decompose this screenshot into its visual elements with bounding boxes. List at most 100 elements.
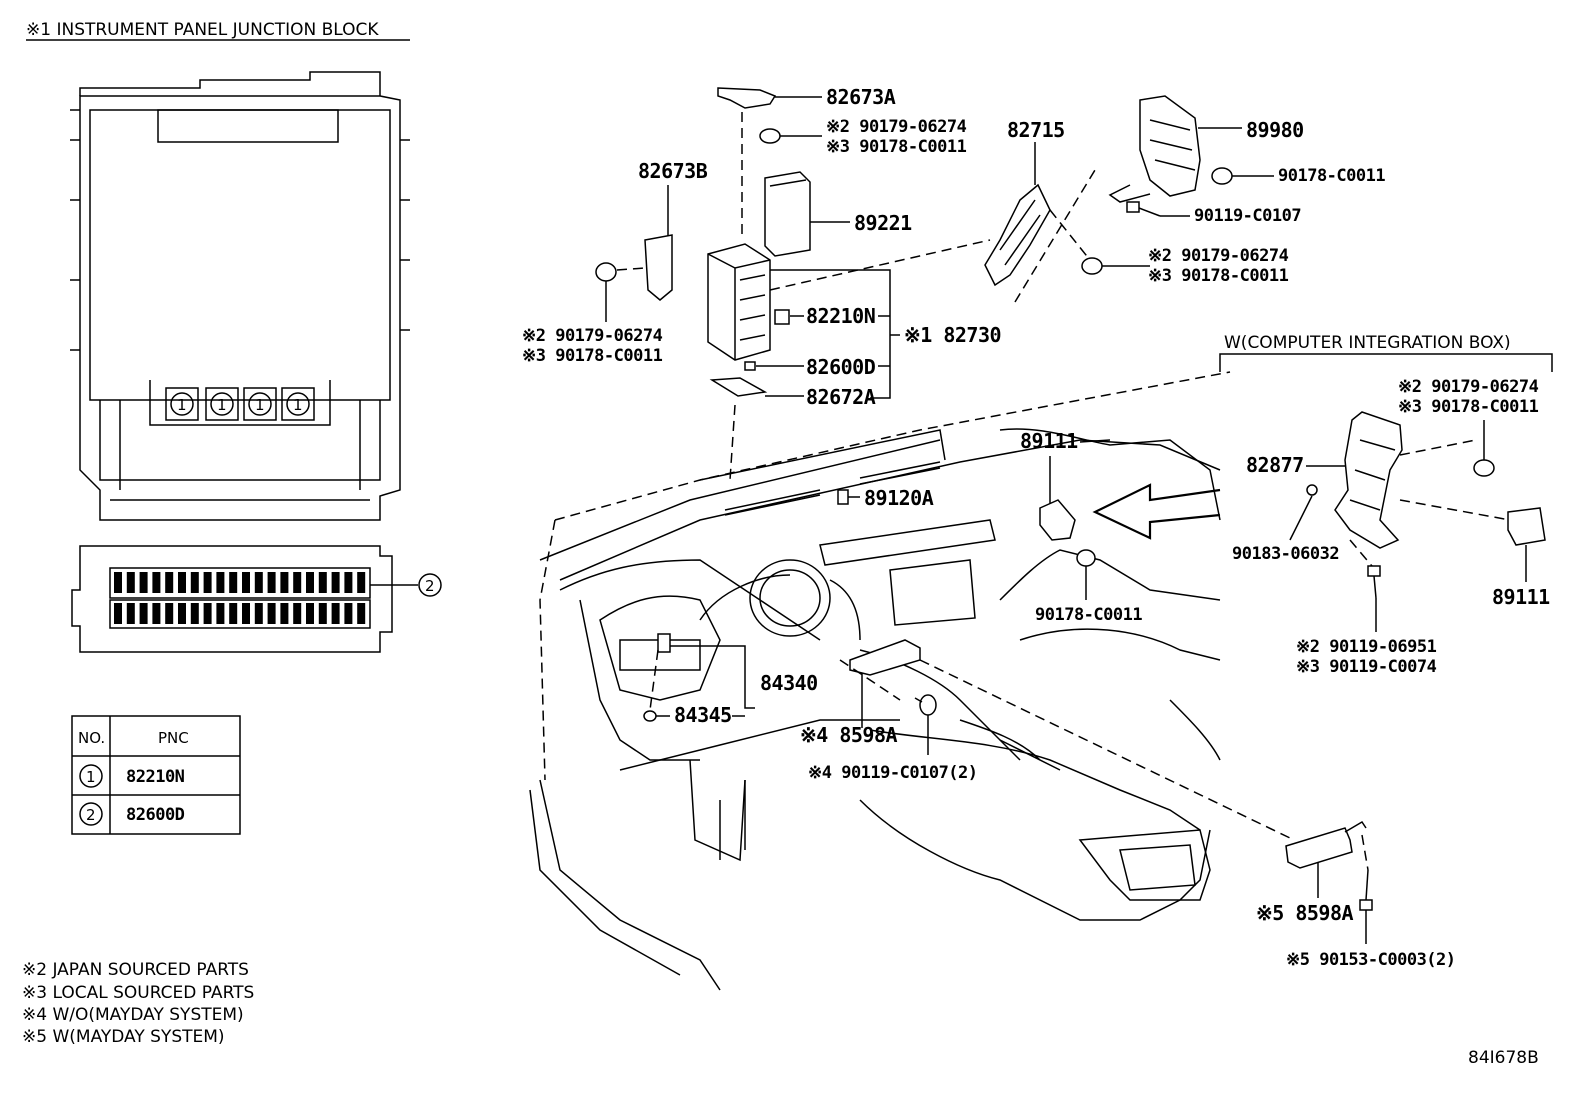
callout-82673A: 82673A	[826, 85, 896, 109]
note-w-mayday: ※5 W(MAYDAY SYSTEM)	[22, 1027, 225, 1047]
callout-89111-right: 89111	[1492, 585, 1550, 609]
nut-icon	[759, 128, 781, 144]
connector-pin	[280, 603, 289, 624]
connector-pin	[229, 603, 238, 624]
fuse-marker: 1	[293, 396, 303, 414]
connector-pin	[165, 603, 174, 624]
diagram-code: 84I678B	[1468, 1048, 1539, 1068]
connector-pin	[216, 572, 225, 593]
connector-pin	[280, 572, 289, 593]
callout-82730: ※1 82730	[904, 323, 1001, 347]
junction-block-title: ※1 INSTRUMENT PANEL JUNCTION BLOCK	[26, 20, 379, 40]
callout-82673A-local: ※3 90178-C0011	[826, 137, 967, 157]
fuse-row: 1 1 1 1	[165, 387, 315, 421]
connector-pin	[293, 572, 302, 593]
callout-82673B-local: ※3 90178-C0011	[522, 346, 663, 366]
bolt-icon	[1126, 201, 1161, 217]
callout-82673A-japan: ※2 90179-06274	[826, 117, 967, 137]
junction-block-drawing: 1 1 1 1	[70, 71, 410, 521]
connector-pin	[203, 572, 212, 593]
connector-pin	[165, 572, 174, 593]
part-82600D	[744, 361, 756, 371]
nut-icon	[1081, 257, 1103, 275]
bolt-icon	[1367, 565, 1381, 599]
connector-pin	[216, 603, 225, 624]
connector-pin	[318, 603, 327, 624]
nut-icon	[595, 262, 617, 282]
connector-pin	[254, 572, 263, 593]
callout-right-japan: ※2 90179-06274	[1148, 246, 1289, 266]
callout-box-local: ※3 90178-C0011	[1398, 397, 1539, 417]
callout-89221: 89221	[854, 211, 912, 235]
connector-pin	[152, 603, 161, 624]
callout-8598A-w: ※5 8598A	[1256, 901, 1354, 925]
callout-90153: ※5 90153-C0003(2)	[1286, 950, 1456, 970]
table-row-no: 1	[86, 768, 96, 786]
callout-box-japan: ※2 90179-06274	[1398, 377, 1539, 397]
callout-84340: 84340	[760, 671, 818, 695]
note-japan: ※2 JAPAN SOURCED PARTS	[22, 960, 249, 980]
callout-90119-wo: ※4 90119-C0107(2)	[808, 763, 978, 783]
connector-pin	[190, 572, 199, 593]
pnc-table: NO. PNC 1 82210N 2 82600D	[71, 715, 241, 835]
table-row-pnc: 82210N	[126, 767, 185, 787]
callout-8598A-wo: ※4 8598A	[800, 723, 898, 747]
part-82715	[984, 183, 1051, 287]
callout-90178-mid: 90178-C0011	[1035, 605, 1142, 625]
table-header-no: NO.	[78, 729, 105, 747]
group-label: W(COMPUTER INTEGRATION BOX)	[1224, 333, 1511, 353]
nut-icon	[1211, 167, 1233, 185]
callout-82672A: 82672A	[806, 385, 876, 409]
connector-pin	[126, 572, 135, 593]
connector-pin	[331, 603, 340, 624]
callout-right-local: ※3 90178-C0011	[1148, 266, 1289, 286]
part-89111-right	[1507, 507, 1546, 546]
connector-pin	[139, 572, 148, 593]
table-row-pnc: 82600D	[126, 805, 185, 825]
instrument-panel-outline	[529, 371, 1231, 991]
connector-pin	[152, 572, 161, 593]
connector-pin	[126, 603, 135, 624]
connector-pin	[344, 603, 353, 624]
callout-90119-C0074: ※3 90119-C0074	[1296, 657, 1437, 677]
part-82210N	[774, 309, 790, 325]
bolt-icon	[1359, 869, 1373, 911]
connector-pin	[331, 572, 340, 593]
connector-pin	[229, 572, 238, 593]
part-82877	[1334, 411, 1403, 549]
connector-pin	[203, 603, 212, 624]
callout-90178-top: 90178-C0011	[1278, 166, 1385, 186]
callout-84345: 84345	[674, 703, 732, 727]
part-84340	[657, 633, 671, 653]
connector-pin	[357, 603, 366, 624]
fuse-marker: 1	[177, 396, 187, 414]
callout-89111-mid: 89111	[1020, 429, 1078, 453]
callout-82715: 82715	[1007, 118, 1065, 142]
connector-pin	[344, 572, 353, 593]
connector-pin	[178, 603, 186, 624]
connector-pin	[318, 572, 327, 593]
part-82730-junction-block	[707, 243, 771, 361]
callout-89980: 89980	[1246, 118, 1304, 142]
nut-icon	[1076, 549, 1096, 567]
part-8598A-module	[849, 639, 921, 676]
connector-pin	[242, 572, 250, 593]
part-89120A	[837, 489, 849, 505]
bolt-icon	[914, 694, 937, 716]
connector-pin	[267, 572, 276, 593]
callout-82877: 82877	[1246, 453, 1304, 477]
nut-icon	[1473, 459, 1495, 477]
part-90183	[1306, 484, 1318, 496]
connector-pin	[254, 603, 263, 624]
part-89980	[1108, 95, 1201, 203]
part-82672A	[709, 377, 768, 397]
table-row-no: 2	[86, 806, 96, 824]
fuse-marker: 1	[217, 396, 227, 414]
junction-block-connector: 2	[71, 545, 442, 653]
connector-pin	[242, 603, 250, 624]
fuse-marker: 1	[255, 396, 265, 414]
part-82673A	[717, 87, 822, 109]
part-8598A-mayday	[1285, 820, 1367, 869]
connector-pin	[306, 572, 314, 593]
